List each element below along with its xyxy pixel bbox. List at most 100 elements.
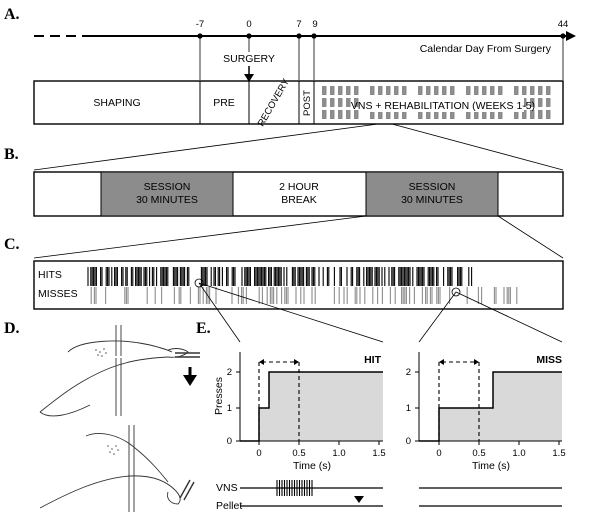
hit-window: [258, 361, 300, 441]
week-mark: [522, 110, 527, 119]
week-mark: [434, 110, 439, 119]
hit-ylabel: Presses: [213, 377, 225, 415]
week-mark: [546, 86, 551, 95]
week-mark: [378, 86, 383, 95]
miss-event-marker: [451, 287, 461, 297]
week-mark: [498, 110, 503, 119]
timeline-dividers: [199, 81, 315, 124]
panel-c-label: C.: [4, 236, 20, 253]
week-mark: [370, 86, 375, 95]
segment-post: POST: [302, 90, 313, 116]
session-2-block: [365, 171, 499, 217]
hit-xtick-05: 0.5: [292, 448, 305, 459]
panel-d-label: D.: [4, 320, 20, 337]
down-arrow-icon: [183, 367, 197, 386]
week-mark: [394, 110, 399, 119]
miss-ytick-2: 2: [406, 367, 411, 378]
pellet-marker-icon: [354, 496, 364, 503]
miss-xtick-10: 1.0: [512, 448, 525, 459]
miss-window: [438, 361, 480, 441]
week-mark: [354, 86, 359, 95]
zoom-line-bc-right: [497, 215, 564, 259]
zoom-line-ab-right: [391, 123, 564, 171]
tick-label-44: 44: [558, 19, 569, 30]
week-mark: [330, 98, 335, 107]
segment-shaping: SHAPING: [93, 97, 140, 109]
tick-label-9: 9: [312, 19, 317, 30]
miss-plot: MISS 0 1 2 0 0.5 1.0 1.5 Time (s): [406, 352, 566, 472]
rat-forelimb-drawing-top: [39, 325, 200, 417]
week-mark: [434, 86, 439, 95]
break-subtitle: BREAK: [281, 194, 317, 206]
week-mark: [330, 110, 335, 119]
week-mark: [450, 86, 455, 95]
week-mark: [466, 110, 471, 119]
week-mark: [370, 110, 375, 119]
tick-label-minus7: -7: [196, 19, 204, 30]
panel-e-label: E.: [196, 320, 211, 337]
miss-title: MISS: [536, 354, 562, 366]
week-mark: [346, 86, 351, 95]
surgery-arrow-head: [244, 74, 254, 82]
week-mark: [394, 86, 399, 95]
week-mark: [322, 86, 327, 95]
misses-raster: [90, 287, 518, 304]
hit-title: HIT: [364, 354, 382, 366]
week-mark: [546, 98, 551, 107]
week-mark: [490, 86, 495, 95]
week-mark: [466, 86, 471, 95]
hit-event-marker: [194, 278, 204, 288]
session-1-duration: 30 MINUTES: [136, 194, 198, 206]
week-mark: [538, 98, 543, 107]
week-mark: [474, 110, 479, 119]
zoom-line-bc-left: [33, 215, 367, 259]
hits-raster: [87, 267, 473, 286]
hit-plot: HIT 0 1 2 0 0.5 1.0 1.5 Time (s) Presses: [213, 352, 386, 472]
session-2-duration: 30 MINUTES: [401, 194, 463, 206]
week-mark: [378, 110, 383, 119]
week-mark: [482, 86, 487, 95]
panel-b-label: B.: [4, 146, 19, 163]
week-mark: [538, 86, 543, 95]
hit-xtick-0: 0: [256, 448, 261, 459]
week-mark: [402, 110, 407, 119]
week-mark: [418, 110, 423, 119]
hits-label: HITS: [38, 269, 62, 281]
week-mark: [338, 110, 343, 119]
week-mark: [490, 110, 495, 119]
week-mark: [402, 86, 407, 95]
week-mark: [450, 110, 455, 119]
miss-window-arrow-right: [474, 359, 479, 365]
week-mark: [514, 110, 519, 119]
week-mark: [482, 110, 487, 119]
session-1-block: [100, 171, 234, 217]
miss-ytick-1: 1: [406, 403, 411, 414]
dots-top: [95, 348, 107, 357]
vns-trace-label: VNS: [216, 482, 238, 494]
miss-xtick-15: 1.5: [552, 448, 565, 459]
miss-fill: [439, 372, 562, 441]
hit-ytick-2: 2: [227, 367, 232, 378]
hit-ytick-0: 0: [227, 436, 232, 447]
hit-xtick-10: 1.0: [332, 448, 345, 459]
vns-pulse-train: [276, 480, 313, 496]
week-mark: [546, 110, 551, 119]
miss-xtick-05: 0.5: [472, 448, 485, 459]
hit-fill: [259, 372, 383, 441]
rat-forelimb-drawing-bottom: [39, 425, 195, 512]
week-mark: [530, 86, 535, 95]
vns-label-bg: [362, 98, 524, 112]
week-mark: [442, 110, 447, 119]
week-mark: [530, 98, 535, 107]
miss-ytick-0: 0: [406, 436, 411, 447]
week-mark: [530, 110, 535, 119]
week-mark: [418, 86, 423, 95]
hit-window-arrow-right: [294, 359, 299, 365]
tick-label-0: 0: [246, 19, 251, 30]
hit-window-arrow-left: [259, 359, 264, 365]
break-title: 2 HOUR: [279, 181, 319, 193]
pellet-trace-label: Pellet: [216, 500, 242, 512]
tick-label-7: 7: [296, 19, 301, 30]
